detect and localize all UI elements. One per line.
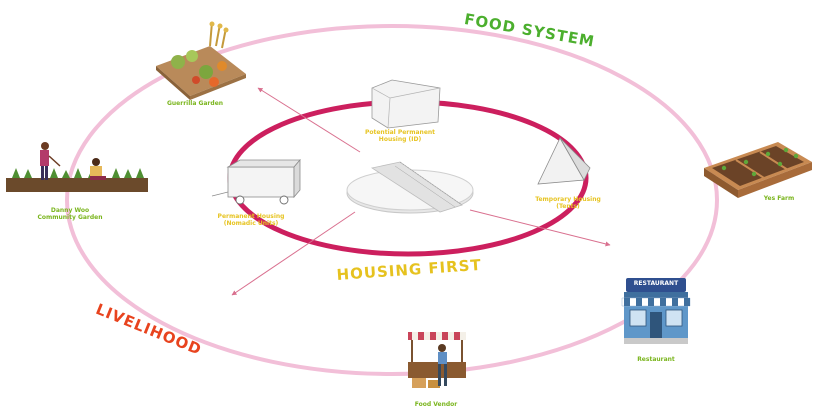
potential-housing-label-line1: Potential Permanent (364, 129, 436, 136)
potential-housing-cube (371, 79, 441, 129)
arrow-to-livelihood (231, 211, 356, 296)
outer-ring (65, 24, 719, 376)
community-garden-illustration (6, 142, 148, 192)
permanent-housing-label: Permanent Housing (Nomadic Units) (196, 213, 306, 228)
guerrilla-garden-illustration (156, 21, 246, 100)
danny-woo-label-line1: Danny Woo (50, 207, 90, 214)
nomadic-unit-trailer (211, 158, 301, 205)
yes-farm-label: Yes Farm (763, 195, 795, 202)
temporary-housing-tent (537, 137, 591, 185)
danny-woo-label-line2: Community Garden (37, 213, 103, 221)
danny-woo-label: Danny Woo Community Garden (20, 207, 120, 222)
food-vendor-label: Food Vendor (414, 401, 458, 408)
guerrilla-garden-label: Guerrilla Garden (166, 100, 224, 107)
restaurant-illustration (621, 278, 691, 344)
arrow-to-yes-farm (469, 209, 611, 247)
permanent-housing-label-line1: Permanent Housing (217, 213, 285, 220)
restaurant-sign-text: RESTAURANT (633, 280, 679, 287)
potential-housing-label-line2: Housing (ID) (378, 135, 422, 143)
arrow-to-guerrilla-garden (257, 87, 361, 153)
central-platform (346, 161, 474, 214)
potential-housing-label: Potential Permanent Housing (ID) (350, 129, 450, 144)
yes-farm-illustration (704, 142, 812, 198)
temporary-housing-label-line2: (Tents) (556, 202, 580, 210)
food-vendor-illustration (408, 332, 466, 388)
temporary-housing-label: Temporary Housing (Tents) (518, 196, 618, 211)
permanent-housing-label-line2: (Nomadic Units) (223, 219, 279, 227)
temporary-housing-label-line1: Temporary Housing (535, 196, 601, 203)
restaurant-label: Restaurant (637, 356, 675, 363)
